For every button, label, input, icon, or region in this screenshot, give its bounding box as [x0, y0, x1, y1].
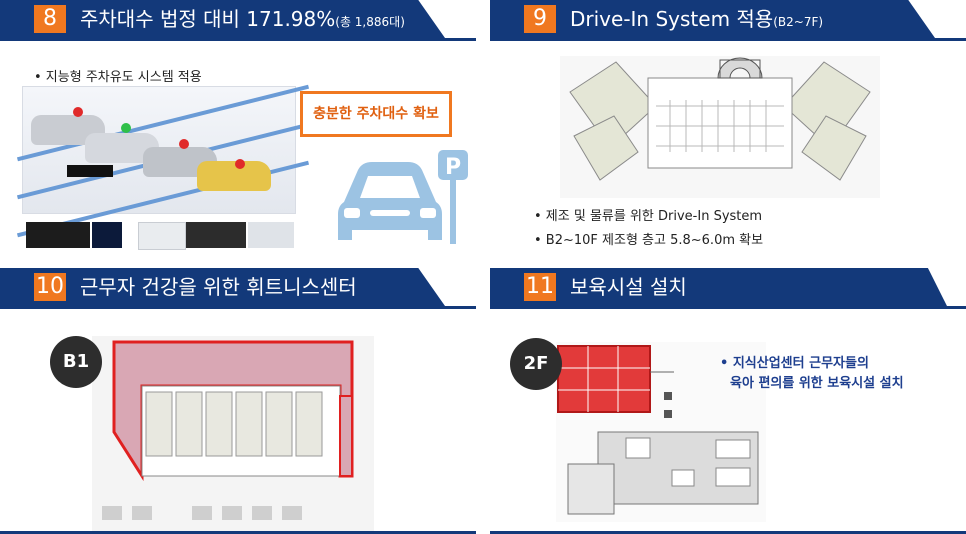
bullet-text: • 지능형 주차유도 시스템 적용	[34, 70, 202, 85]
sensor-photo	[26, 222, 90, 248]
floor-badge: B1	[50, 336, 102, 388]
header-underline	[490, 38, 966, 41]
header-underline	[0, 38, 476, 41]
panel-bottom-line	[490, 531, 966, 534]
sensor-photo	[92, 222, 122, 248]
drive-in-floor-plan	[560, 56, 880, 198]
callout-box: 충분한 주차대수 확보	[300, 91, 452, 137]
monitor-photo	[248, 222, 294, 248]
title-sub: (B2~7F)	[773, 15, 824, 29]
panel-fitness: 10 근무자 건강을 위한 휘트니스센터 B1	[0, 268, 476, 534]
parking-photo	[186, 222, 246, 248]
green-indicator-light	[121, 123, 131, 133]
panel-header: 9 Drive-In System 적용(B2~7F)	[490, 0, 966, 38]
header-band	[0, 268, 445, 306]
parking-guidance-image	[16, 84, 310, 238]
panel-header: 10 근무자 건강을 위한 휘트니스센터	[0, 268, 476, 306]
title-main: 주차대수 법정 대비 171.98%	[80, 7, 336, 31]
section-title: Drive-In System 적용(B2~7F)	[570, 6, 823, 35]
childcare-floor-plan	[556, 342, 766, 522]
parking-sign-letter: P	[445, 155, 461, 180]
section-number: 10	[34, 273, 66, 301]
red-indicator-light	[179, 139, 189, 149]
bullet-text: • B2~10F 제조형 층고 5.8~6.0m 확보	[534, 233, 764, 248]
header-band	[490, 268, 947, 306]
section-number: 8	[34, 5, 66, 33]
section-title: 주차대수 법정 대비 171.98%(총 1,886대)	[80, 6, 405, 35]
parking-car-icon: P	[338, 150, 468, 244]
bullet-line-1: • 지식산업센터 근무자들의	[720, 356, 869, 371]
panel-parking: 8 주차대수 법정 대비 171.98%(총 1,886대) • 지능형 주차유…	[0, 0, 476, 262]
title-main: Drive-In System 적용	[570, 7, 774, 31]
header-underline	[490, 306, 966, 309]
title-sub: (총 1,886대)	[335, 15, 405, 29]
section-number: 9	[524, 5, 556, 33]
fitness-floor-plan	[92, 336, 374, 532]
bullet-line-2: 육아 편의를 위한 보육시설 설치	[730, 376, 904, 391]
section-number: 11	[524, 273, 556, 301]
floor-badge: 2F	[510, 338, 562, 390]
red-indicator-light	[73, 107, 83, 117]
panel-header: 11 보육시설 설치	[490, 268, 966, 306]
section-title: 근무자 건강을 위한 휘트니스센터	[80, 275, 357, 299]
panel-bottom-line	[0, 531, 476, 534]
car-image	[197, 161, 271, 191]
panel-drive-in: 9 Drive-In System 적용(B2~7F) • 제조 및 물류를 위…	[490, 0, 966, 262]
header-underline	[0, 306, 476, 309]
equipment-photo	[138, 222, 186, 250]
red-indicator-light	[235, 159, 245, 169]
panel-childcare: 11 보육시설 설치 2F • 지식산업센터 근무자들의 육아 편의를 위한 보…	[490, 268, 966, 534]
section-title: 보육시설 설치	[570, 275, 687, 299]
header-band	[490, 0, 935, 38]
digital-display	[67, 165, 113, 177]
bullet-text: • 제조 및 물류를 위한 Drive-In System	[534, 209, 763, 224]
header-band	[0, 0, 445, 38]
panel-header: 8 주차대수 법정 대비 171.98%(총 1,886대)	[0, 0, 476, 38]
